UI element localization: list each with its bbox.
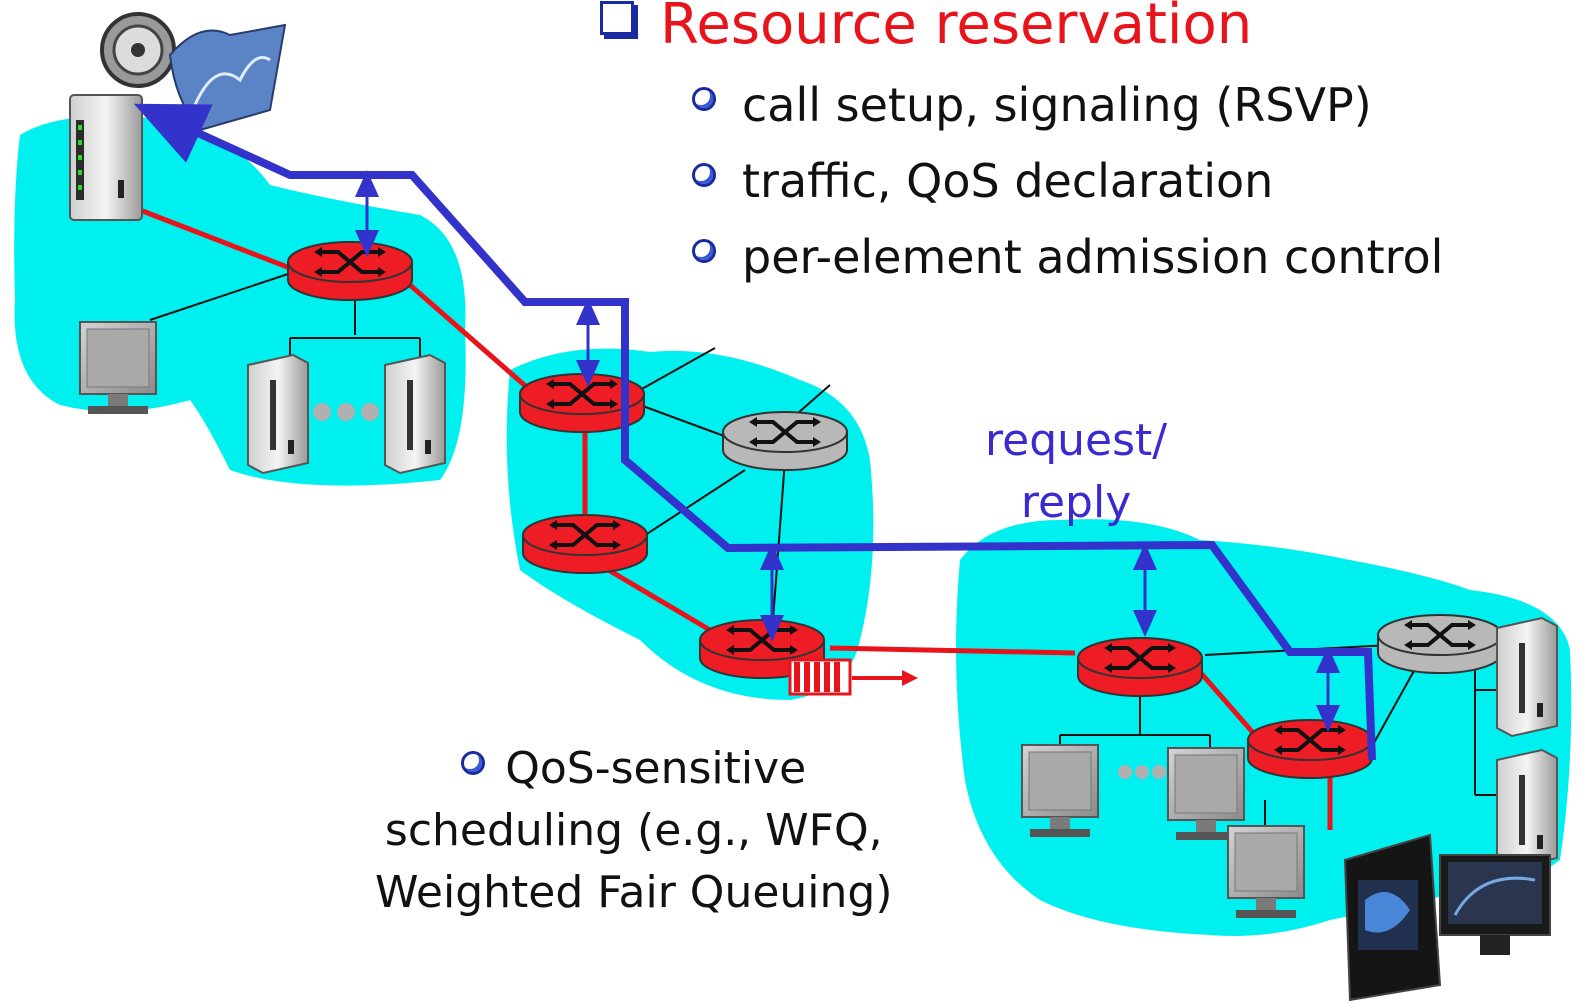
server-icon [1496, 616, 1558, 738]
server-icon [247, 353, 309, 475]
bullet-text: call setup, signaling (RSVP) [742, 78, 1372, 132]
local-links [149, 269, 1500, 825]
scheduling-note-line3: Weighted Fair Queuing) [375, 867, 893, 918]
monitor-icon [1227, 825, 1305, 918]
reply-label: reply [1020, 477, 1132, 528]
square-bullet-icon [600, 1, 634, 35]
bullet-text: traffic, QoS declaration [742, 154, 1274, 208]
scheduling-note: QoS-sensitive scheduling (e.g., WFQ, Wei… [375, 738, 893, 924]
bullet-item: call setup, signaling (RSVP) [692, 78, 1372, 132]
circle-bullet-icon [461, 751, 486, 775]
router-icon [1247, 719, 1373, 779]
server-icon [384, 353, 446, 475]
request-reply-label: request/ reply [985, 410, 1167, 534]
request-reply-arrows [355, 170, 1340, 732]
router-icon [522, 514, 648, 574]
router-icon [722, 411, 848, 471]
circle-bullet-icon [692, 87, 716, 111]
monitor-icon [79, 321, 157, 414]
scheduling-note-line2: scheduling (e.g., WFQ, [384, 805, 883, 856]
packet-queue [788, 658, 918, 696]
router-icon [287, 241, 413, 301]
router-icon [1377, 614, 1503, 674]
circle-bullet-icon [692, 163, 716, 187]
request-label: request/ [985, 415, 1168, 466]
destination-computer-icon [1343, 833, 1551, 1002]
monitor-icon [1167, 747, 1245, 840]
server-icon [1496, 748, 1558, 870]
router-icon [1077, 637, 1203, 697]
more-hosts-dots [313, 403, 379, 421]
video-server [69, 94, 143, 221]
title-text: Resource reservation [660, 0, 1253, 57]
bullet-item: traffic, QoS declaration [692, 154, 1273, 208]
bullet-text: per-element admission control [742, 230, 1444, 284]
bullet-item: per-element admission control [692, 230, 1443, 284]
scheduling-note-line1: QoS-sensitive [375, 738, 893, 800]
data-path-links [139, 207, 1333, 830]
scheduling-text: QoS-sensitive [505, 743, 807, 794]
circle-bullet-icon [692, 239, 716, 263]
monitor-icon [1021, 744, 1099, 837]
slide-title: Resource reservation [600, 0, 1252, 57]
router-icon [519, 373, 645, 433]
more-hosts-dots-2 [1118, 765, 1166, 779]
